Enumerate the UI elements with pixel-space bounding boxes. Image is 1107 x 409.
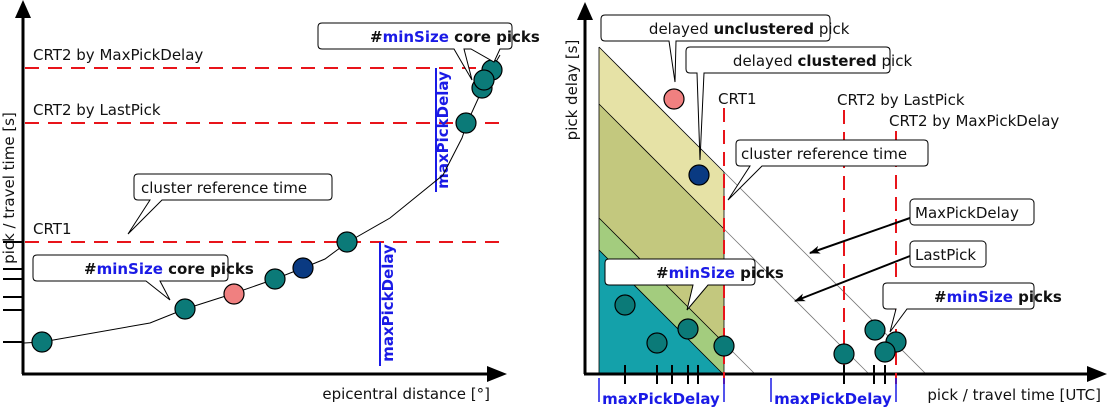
left-picks	[31, 59, 503, 353]
left-crt1-label: CRT1	[33, 220, 72, 238]
right-crt2-maxpickdelay-label: CRT2 by MaxPickDelay	[889, 112, 1059, 130]
right-y-axis-arrow-icon	[577, 2, 593, 20]
core-pick	[473, 69, 495, 91]
left-y-axis-label: pick / travel time [s]	[0, 112, 18, 264]
band-border	[598, 46, 725, 173]
right-delayed-unclustered-pick-label: delayed unclustered pick	[606, 20, 883, 38]
right-x-ticks	[624, 365, 886, 384]
hash-text: #	[656, 264, 669, 282]
left-x-axis-arrow-icon	[487, 366, 507, 382]
right-x-axis-arrow-icon	[1087, 366, 1107, 382]
right-max-pick-delay-indicator-1: maxPickDelay	[598, 378, 725, 408]
clustered-pick	[688, 164, 710, 186]
right-cluster-reference-time-label: cluster reference time	[741, 145, 907, 163]
left-y-ticks	[3, 241, 23, 343]
picks-text: picks	[735, 264, 784, 282]
right-crt1-label: CRT1	[718, 90, 757, 108]
left-x-axis-label: epicentral distance [°]	[322, 385, 490, 403]
core-pick	[174, 298, 196, 320]
min-size-keyword: minSize	[97, 260, 163, 278]
pick-text: pick	[814, 20, 850, 38]
core-pick	[864, 319, 886, 341]
right-crt2-lastpick-label: CRT2 by LastPick	[837, 91, 965, 109]
last-pick-arrow	[794, 255, 911, 302]
right-min-size-picks-label-left: #minSize picks	[609, 264, 820, 282]
core-pick	[264, 268, 286, 290]
core-pick	[31, 331, 53, 353]
right-max-pick-delay-label-2: maxPickDelay	[774, 390, 892, 408]
left-max-pick-delay-label-1: maxPickDelay	[379, 244, 397, 362]
right-x-axis-label: pick / travel time [UTC]	[927, 386, 1101, 404]
delayed-text: delayed	[649, 20, 714, 38]
left-callout-min-size-core-picks-top: #minSize core picks	[317, 22, 576, 81]
band-border	[598, 103, 725, 230]
core-pick	[874, 341, 896, 363]
left-max-pick-delay-label-2: maxPickDelay	[434, 71, 452, 189]
left-y-axis-arrow-icon	[15, 0, 31, 18]
left-min-size-core-picks-label-bottom: #minSize core picks	[37, 260, 290, 278]
left-callout-cluster-reference-time: cluster reference time	[127, 173, 333, 235]
callout-box	[909, 240, 987, 268]
core-pick	[833, 343, 855, 365]
unclustered-keyword: unclustered	[713, 20, 814, 38]
left-max-pick-delay-indicator-2: maxPickDelay	[434, 68, 452, 192]
delayed-text: delayed	[733, 52, 798, 70]
hash-text: #	[934, 288, 947, 306]
core-pick	[455, 112, 477, 134]
core-pick	[336, 231, 358, 253]
left-crt2-maxpickdelay-label: CRT2 by MaxPickDelay	[33, 46, 203, 64]
core-pick	[646, 332, 668, 354]
left-min-size-core-picks-label-top: #minSize core picks	[323, 28, 576, 46]
right-callout-last-pick: LastPick	[794, 240, 987, 302]
right-callout-cluster-reference-time: cluster reference time	[727, 139, 929, 201]
right-max-pick-delay-label-1: maxPickDelay	[602, 390, 720, 408]
right-callout-min-size-picks-right: #minSize picks	[882, 282, 1098, 333]
right-panel: pick delay [s] pick / travel time [UTC] …	[563, 2, 1107, 408]
left-panel: pick / travel time [s] epicentral distan…	[0, 0, 576, 403]
min-size-keyword: minSize	[947, 288, 1013, 306]
core-pick	[614, 294, 636, 316]
right-max-pick-delay-callout-label: MaxPickDelay	[915, 204, 1019, 222]
left-max-pick-delay-indicator-1: maxPickDelay	[379, 242, 397, 366]
right-y-axis-label: pick delay [s]	[563, 40, 581, 141]
right-callout-max-pick-delay: MaxPickDelay	[809, 198, 1035, 254]
right-callout-delayed-clustered-pick: delayed clustered pick	[685, 46, 946, 161]
travel-time-curve	[23, 54, 501, 344]
core-pick	[677, 318, 699, 340]
clustered-keyword: clustered	[797, 52, 876, 70]
clustered-pick	[292, 257, 314, 279]
min-size-keyword: minSize	[669, 264, 735, 282]
picks-text: picks	[1013, 288, 1062, 306]
right-callout-delayed-unclustered-pick: delayed unclustered pick	[600, 14, 883, 83]
core-picks-text: core picks	[163, 260, 254, 278]
unclustered-pick	[223, 283, 245, 305]
right-min-size-picks-label-right: #minSize picks	[887, 288, 1098, 306]
hash-text: #	[84, 260, 97, 278]
core-picks-text: core picks	[449, 28, 540, 46]
hash-text: #	[370, 28, 383, 46]
callout-box	[909, 198, 1035, 226]
right-max-pick-delay-indicator-2: maxPickDelay	[770, 378, 897, 408]
min-size-keyword: minSize	[383, 28, 449, 46]
right-last-pick-callout-label: LastPick	[915, 246, 976, 264]
right-callout-min-size-picks-left: #minSize picks	[604, 258, 820, 311]
unclustered-pick	[663, 88, 685, 110]
left-cluster-reference-time-label: cluster reference time	[141, 179, 307, 197]
right-picks	[614, 88, 907, 365]
pick-text: pick	[877, 52, 913, 70]
max-pick-delay-arrow	[809, 217, 911, 254]
right-delayed-clustered-pick-label: delayed clustered pick	[690, 52, 946, 70]
left-callout-min-size-core-picks-bottom: #minSize core picks	[32, 254, 290, 301]
core-pick	[713, 335, 735, 357]
left-crt2-lastpick-label: CRT2 by LastPick	[33, 101, 161, 119]
